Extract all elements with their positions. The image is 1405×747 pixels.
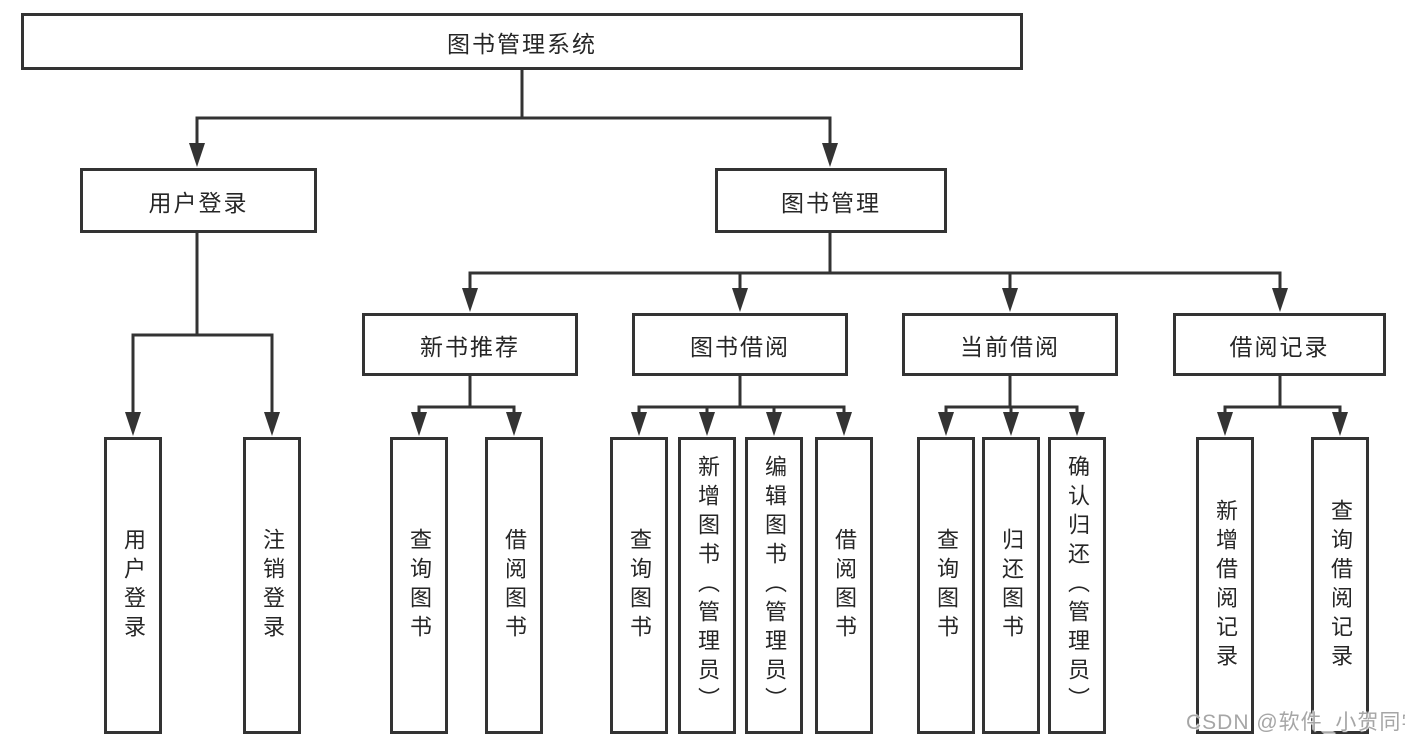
leaf-bb-edit-books-admin-label: 编辑图书（管理员） bbox=[762, 455, 787, 716]
leaf-cb-return-books: 归还图书 bbox=[982, 437, 1040, 734]
edge-book-borrowing-to-leaves bbox=[631, 376, 852, 436]
edge-book-management-to-level3 bbox=[462, 233, 1288, 312]
leaf-cb-confirm-return-admin: 确认归还（管理员） bbox=[1048, 437, 1106, 734]
leaf-bb-add-books-admin: 新增图书（管理员） bbox=[678, 437, 736, 734]
leaf-br-query-record: 查询借阅记录 bbox=[1311, 437, 1369, 734]
node-library-system-label: 图书管理系统 bbox=[447, 30, 597, 57]
leaf-logout-login: 注销登录 bbox=[243, 437, 301, 734]
leaf-bb-query-books-label: 查询图书 bbox=[627, 527, 652, 644]
leaf-nb-query-books: 查询图书 bbox=[390, 437, 448, 734]
leaf-user-login-label: 用户登录 bbox=[121, 527, 146, 644]
edge-current-borrowing-to-leaves bbox=[938, 376, 1085, 436]
leaf-bb-query-books: 查询图书 bbox=[610, 437, 668, 734]
node-borrowing-records: 借阅记录 bbox=[1173, 313, 1386, 376]
leaf-cb-confirm-return-admin-label: 确认归还（管理员） bbox=[1065, 455, 1090, 716]
node-book-management-label: 图书管理 bbox=[781, 189, 881, 216]
leaf-nb-borrow-books: 借阅图书 bbox=[485, 437, 543, 734]
node-current-borrowing: 当前借阅 bbox=[902, 313, 1118, 376]
leaf-cb-return-books-label: 归还图书 bbox=[999, 527, 1024, 644]
node-new-book-recommend-label: 新书推荐 bbox=[420, 333, 520, 360]
csdn-watermark: CSDN @软件_小贺同学 bbox=[1186, 711, 1405, 734]
node-library-system: 图书管理系统 bbox=[21, 13, 1023, 70]
node-user-login: 用户登录 bbox=[80, 168, 317, 233]
leaf-nb-borrow-books-label: 借阅图书 bbox=[502, 527, 527, 644]
leaf-bb-borrow-books: 借阅图书 bbox=[815, 437, 873, 734]
leaf-bb-add-books-admin-label: 新增图书（管理员） bbox=[695, 455, 720, 716]
node-new-book-recommend: 新书推荐 bbox=[362, 313, 578, 376]
leaf-br-query-record-label: 查询借阅记录 bbox=[1328, 498, 1353, 673]
leaf-bb-borrow-books-label: 借阅图书 bbox=[832, 527, 857, 644]
edge-new-book-recommend-to-leaves bbox=[411, 376, 522, 436]
leaf-bb-edit-books-admin: 编辑图书（管理员） bbox=[745, 437, 803, 734]
leaf-logout-login-label: 注销登录 bbox=[260, 527, 285, 644]
leaf-user-login: 用户登录 bbox=[104, 437, 162, 734]
leaf-br-add-record-label: 新增借阅记录 bbox=[1213, 498, 1238, 673]
leaf-cb-query-books: 查询图书 bbox=[917, 437, 975, 734]
node-current-borrowing-label: 当前借阅 bbox=[960, 333, 1060, 360]
node-borrowing-records-label: 借阅记录 bbox=[1229, 333, 1330, 360]
edge-root-to-level2 bbox=[189, 70, 838, 167]
node-book-borrowing: 图书借阅 bbox=[632, 313, 848, 376]
node-book-management: 图书管理 bbox=[715, 168, 947, 233]
edge-borrowing-records-to-leaves bbox=[1217, 376, 1348, 436]
edge-user-login-to-leaves bbox=[125, 233, 280, 436]
leaf-cb-query-books-label: 查询图书 bbox=[934, 527, 959, 644]
node-user-login-label: 用户登录 bbox=[148, 189, 249, 216]
node-book-borrowing-label: 图书借阅 bbox=[690, 333, 790, 360]
leaf-br-add-record: 新增借阅记录 bbox=[1196, 437, 1254, 734]
leaf-nb-query-books-label: 查询图书 bbox=[407, 527, 432, 644]
